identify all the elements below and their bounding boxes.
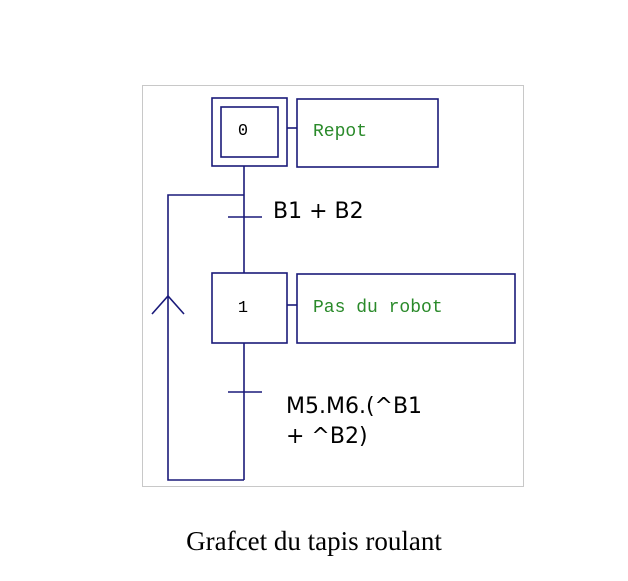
return-arrow-icon (151, 294, 185, 315)
transition-2-condition-line-2: + ^B2) (286, 424, 368, 449)
step-1-action-box (296, 273, 516, 344)
figure-caption: Grafcet du tapis roulant (186, 526, 442, 556)
transition-1-condition: B1 + B2 (273, 199, 364, 224)
transition-2-condition-line-1: M5.M6.(^B1 (286, 394, 422, 419)
return-loop (167, 194, 244, 481)
step-1-action-label: Pas du robot (313, 298, 443, 318)
step-0-box-outer (211, 97, 288, 167)
step-1-number: 1 (238, 299, 248, 318)
step-0-action-label: Repot (313, 122, 367, 142)
diagram-frame (142, 85, 524, 487)
step-0-action-box (296, 98, 439, 168)
step-0-box-inner (220, 106, 279, 158)
step-0-number: 0 (238, 122, 248, 141)
step-1-box (211, 272, 288, 344)
